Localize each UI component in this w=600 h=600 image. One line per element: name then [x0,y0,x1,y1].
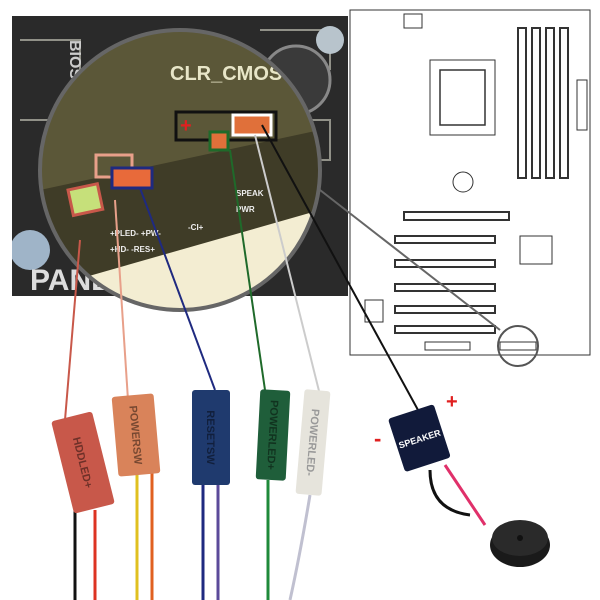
speaker-buzzer: SPEAKER + - [374,391,550,567]
pin-speak: SPEAK [236,189,264,198]
clr-cmos-label: CLR_CMOS [170,63,282,85]
connector-powersw: POWERSW [111,393,161,477]
connector-label: POWERSW [126,405,143,466]
connector-wires [64,124,419,421]
connector-resetsw: RESETSW [192,390,230,485]
connector-housing [192,390,230,485]
connector-housing [51,411,115,514]
header-plus-mark: + [180,115,192,137]
connector-blocks: HDDLED+ POWERSW RESETSW POWERLED+ POWERLED- [51,389,331,514]
connector-hddled: HDDLED+ [51,411,115,514]
bios-label: BIOS [66,40,83,79]
connector-housing [255,389,291,481]
motherboard-outline [319,9,591,367]
speaker-minus: - [374,426,381,451]
connector-label: RESETSW [204,410,216,465]
connector-powerled: POWERLED- [295,389,331,496]
speaker-plus: + [446,391,458,413]
connector-label: POWERLED- [303,408,321,476]
connector-label: POWERLED+ [264,400,280,471]
pin-ci: -CI+ [188,223,204,232]
connector-powerled: POWERLED+ [255,389,291,481]
pin-row-1: +PLED- +PW- [110,229,161,238]
connector-housing [111,393,161,477]
pin-row-2: +HD- -RES+ [110,245,155,254]
connector-housing [295,389,331,496]
connector-cables [73,464,487,600]
pin-pwr: PWR [236,205,255,214]
